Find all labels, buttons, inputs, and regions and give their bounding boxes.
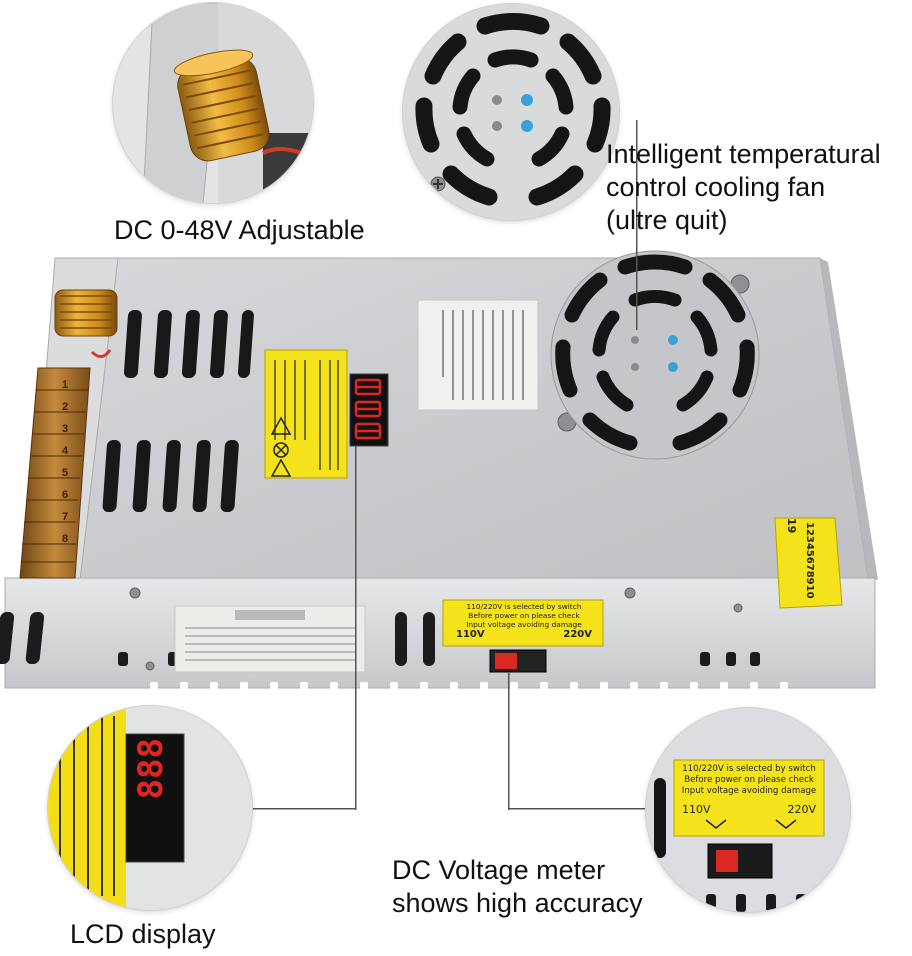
leader-line-switch-v	[508, 672, 510, 810]
terminal-8: 8	[62, 533, 69, 545]
switch-label-front	[442, 599, 604, 647]
leader-line-lcd-v	[355, 446, 357, 810]
terminal-3: 3	[62, 423, 69, 435]
terminal-numbers: 1 2 3 4 5 6 7 8	[62, 374, 86, 550]
caption-fan-line-1: Intelligent temperatural	[606, 139, 881, 169]
leader-line-lcd-h	[250, 808, 356, 810]
terminal-2: 2	[62, 401, 69, 413]
switch-closeup-220v: 220V	[787, 803, 816, 816]
lcd-closeup	[48, 706, 252, 910]
caption-fan: Intelligent temperatural control cooling…	[606, 138, 881, 237]
lcd-digits: 888	[131, 738, 178, 800]
bottom-vents	[150, 682, 788, 692]
side-label	[774, 517, 843, 609]
switch-closeup	[646, 708, 850, 912]
lcd-digit-readout: 888	[131, 738, 171, 800]
voltage-display-top	[349, 373, 389, 447]
caption-meter-line-2: shows high accuracy	[392, 888, 643, 918]
caption-adjustable: DC 0-48V Adjustable	[114, 215, 365, 245]
side-label-digits: 12345678910	[800, 522, 815, 599]
switch-closeup-line-1: 110/220V is selected by switch	[682, 764, 816, 774]
fan-closeup-circle	[403, 4, 619, 220]
switch-closeup-line-3: Input voltage avoiding damage	[681, 786, 817, 796]
side-label-numbers: 12345678910	[804, 522, 815, 599]
switch-closeup-line-2: Before power on please check	[684, 775, 814, 785]
voltage-switch-front	[489, 649, 547, 673]
caption-meter: DC Voltage meter shows high accuracy	[392, 854, 643, 920]
leader-line-fan	[636, 120, 638, 330]
switch-line-3: Input voltage avoiding damage	[466, 620, 582, 629]
caption-fan-line-3: (ultre quit)	[606, 205, 728, 235]
switch-closeup-110v: 110V	[682, 803, 711, 816]
switch-line-2: Before power on please check	[468, 611, 580, 620]
switch-line-1: 110/220V is selected by switch	[466, 602, 582, 611]
caption-lcd: LCD display	[70, 919, 216, 949]
terminal-6: 6	[62, 489, 69, 501]
terminal-4: 4	[62, 445, 69, 457]
lcd-closeup-circle	[48, 706, 252, 910]
switch-220v: 220V	[563, 629, 592, 640]
fan-closeup	[403, 4, 619, 220]
switch-110v: 110V	[456, 629, 485, 640]
caption-meter-line-1: DC Voltage meter	[392, 855, 606, 885]
terminal-block	[19, 367, 91, 579]
adjustment-knob	[54, 289, 118, 337]
switch-closeup-circle	[646, 708, 850, 912]
knob-closeup	[113, 3, 313, 203]
side-label-top: 19	[785, 518, 798, 534]
terminal-1: 1	[62, 379, 69, 391]
leader-line-switch-h	[508, 808, 648, 810]
side-label-text: 19	[783, 518, 798, 534]
caution-label	[264, 349, 348, 479]
knob-closeup-circle	[113, 3, 313, 203]
fan-grille	[550, 250, 760, 460]
fan-sticker	[417, 299, 539, 411]
switch-label-front-text: 110/220V is selected by switch Before po…	[446, 602, 602, 641]
terminal-7: 7	[62, 511, 69, 523]
top-vents	[102, 310, 254, 512]
switch-closeup-text: 110/220V is selected by switch Before po…	[676, 764, 822, 817]
terminal-5: 5	[62, 467, 69, 479]
front-vents	[0, 612, 760, 666]
caption-fan-line-2: control cooling fan	[606, 172, 826, 202]
